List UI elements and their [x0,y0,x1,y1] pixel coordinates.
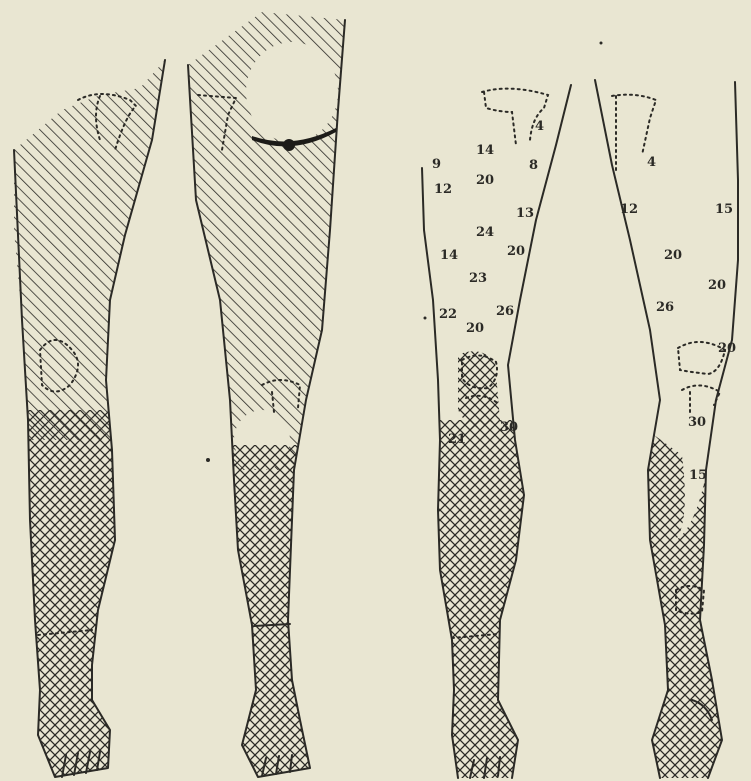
leg-3-label-8: 8 [529,158,538,173]
leg-4-label-4: 4 [647,155,656,170]
unshaded-patch-buttock [246,42,338,142]
leg-3-label-26: 26 [496,304,514,319]
leg-2-back [180,0,360,781]
leg-4-label-12: 12 [620,202,638,217]
leg-3-label-21: 21 [448,432,466,447]
leg-3-label-12: 12 [434,182,452,197]
leg-3-label-30: 30 [500,420,518,435]
leg-4-outline-left [595,80,668,778]
cross-hatch-region-lower-leg [410,420,590,781]
print-speck [206,458,210,462]
leg-3-label-20c: 20 [466,321,484,336]
leg-3-label-14b: 14 [440,248,458,263]
leg-3-label-24: 24 [476,225,494,240]
leg-3-label-14: 14 [476,143,494,158]
leg-3-hip-bone-dotted [482,89,548,145]
leg-3-label-20: 20 [476,173,494,188]
cross-hatch-region-lower-leg [620,425,751,781]
leg-4-label-30: 30 [688,415,706,430]
leg-4-label-15b: 15 [689,468,707,483]
leg-4-label-20b: 20 [708,278,726,293]
leg-3-label-13: 13 [516,206,534,221]
leg-3-label-22: 22 [439,307,457,322]
leg-4-label-26: 26 [656,300,674,315]
leg-3-front-numbered: 4 14 8 9 20 12 13 24 20 14 23 22 26 20 3… [410,85,590,781]
leg-4-label-15: 15 [715,202,733,217]
cross-hatch-region-lower-leg [180,445,360,781]
cross-hatch-region-knee [458,351,500,430]
leg-4-label-20: 20 [664,248,682,263]
print-speck [600,42,603,45]
leg-3-label-4: 4 [535,119,544,134]
print-speck [424,317,427,320]
leg-3-label-9: 9 [432,157,441,172]
leg-4-label-20c: 20 [718,341,736,356]
leg-1-front [0,0,190,781]
leg-3-label-20b: 20 [507,244,525,259]
leg-4-back-numbered: 4 12 15 20 20 26 20 30 15 [595,80,751,781]
leg-3-label-23: 23 [469,271,487,286]
diagonal-hatch-region-thigh [0,0,190,440]
